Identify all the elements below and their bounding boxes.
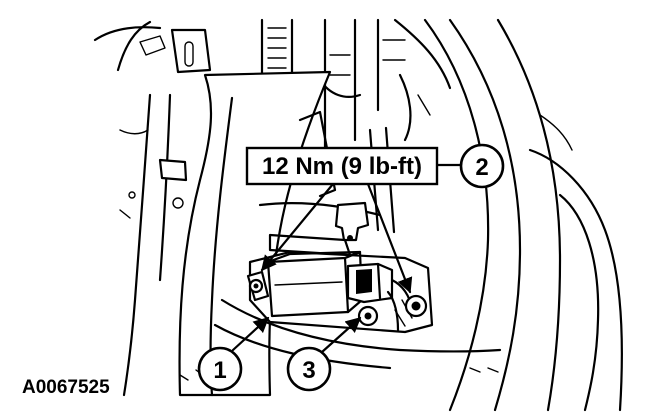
- figure-id: A0067525: [22, 377, 110, 398]
- sensor-module: [246, 250, 434, 334]
- vehicle-structure-lineart: [93, 18, 623, 412]
- callout-3: 3: [286, 346, 332, 392]
- callout-3-number: 3: [302, 357, 315, 384]
- callout-2: 2: [459, 143, 505, 189]
- leader-torque-right: [366, 182, 413, 294]
- callout-2-number: 2: [475, 154, 488, 181]
- torque-spec-text: 12 Nm (9 lb-ft): [262, 153, 422, 180]
- leader-lines: [231, 163, 462, 354]
- torque-box-frame: [245, 146, 439, 186]
- callout-1-number: 1: [213, 357, 226, 384]
- leader-callout-1: [231, 316, 270, 352]
- leader-callout-3: [320, 316, 362, 354]
- callout-2-circle: [459, 143, 505, 189]
- callout-3-circle: [286, 346, 332, 392]
- torque-callout-box: 12 Nm (9 lb-ft): [245, 146, 439, 186]
- callout-1: 1: [197, 346, 243, 392]
- leader-torque-left: [260, 182, 335, 272]
- callout-1-circle: [197, 346, 243, 392]
